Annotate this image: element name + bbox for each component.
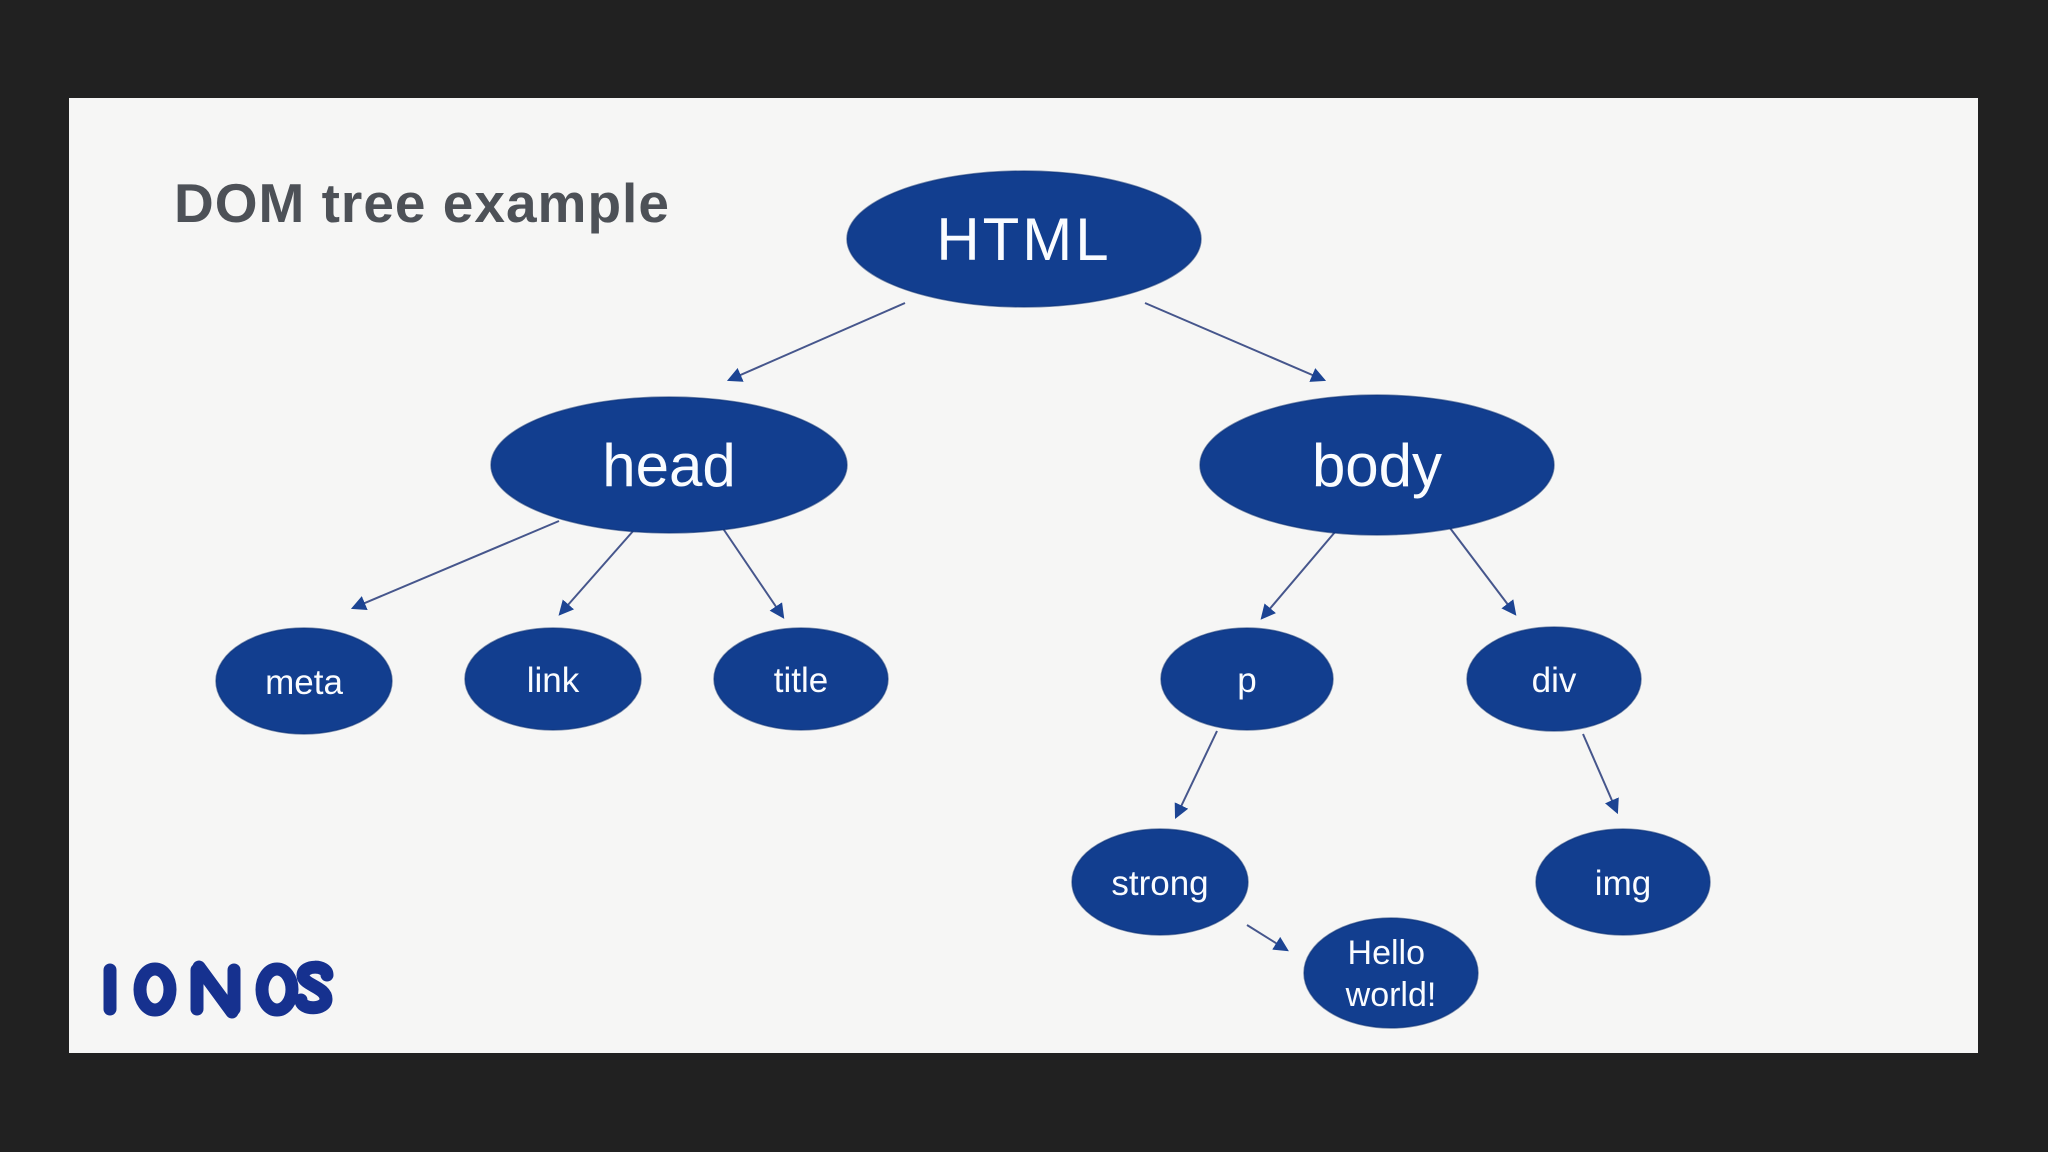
node-title: title: [713, 627, 889, 731]
node-strong-ellipse: [1071, 828, 1249, 936]
edge-div-img: [1582, 733, 1619, 815]
edge-head-link: [558, 529, 635, 616]
node-img-label: img: [1595, 864, 1651, 903]
ionos-letter-n: [190, 960, 241, 1019]
node-p-ellipse: [1160, 627, 1334, 731]
node-title-ellipse: [713, 627, 889, 731]
node-head-label: head: [602, 432, 735, 499]
node-img: img: [1535, 828, 1711, 936]
node-head: head: [490, 396, 848, 534]
node-hello-world-ellipse: [1303, 917, 1479, 1029]
node-div-ellipse: [1466, 626, 1642, 732]
ionos-letter-o1: [133, 962, 177, 1017]
node-p: p: [1160, 627, 1334, 731]
edge-head-title: [721, 526, 785, 619]
page-title: DOM tree example: [174, 172, 670, 234]
edge-body-div: [1449, 527, 1517, 616]
node-link-ellipse: [464, 627, 642, 731]
node-html: HTML: [846, 170, 1202, 308]
edge-html-body: [1144, 302, 1327, 382]
edge-strong-hello: [1246, 924, 1289, 952]
edge-head-meta: [350, 520, 560, 610]
node-hello-world-label: Hello world!: [1345, 934, 1437, 1014]
ionos-letter-o2: [255, 962, 299, 1017]
tree-edges: [350, 302, 1619, 952]
node-div: div: [1466, 626, 1642, 732]
node-html-ellipse: [846, 170, 1202, 308]
edge-html-head: [726, 302, 906, 382]
ionos-logo: IONOS: [103, 960, 334, 1019]
node-head-ellipse: [490, 396, 848, 534]
node-body-ellipse: [1199, 394, 1555, 536]
tree-nodes: HTML head body meta link title p: [215, 170, 1711, 1029]
node-hello-world-line1: Hello: [1348, 934, 1425, 972]
node-strong: strong: [1071, 828, 1249, 936]
node-div-label: div: [1532, 661, 1577, 700]
node-meta-label: meta: [265, 663, 343, 702]
node-title-label: title: [774, 661, 828, 700]
node-link-label: link: [527, 661, 580, 700]
node-body-label: body: [1312, 432, 1442, 499]
node-meta: meta: [215, 627, 393, 735]
node-html-label: HTML: [936, 206, 1111, 273]
node-hello-world-line2: world!: [1345, 976, 1437, 1014]
node-link: link: [464, 627, 642, 731]
node-p-label: p: [1237, 661, 1256, 700]
node-img-ellipse: [1535, 828, 1711, 936]
ionos-letter-n-diagonal: [192, 960, 239, 1019]
ionos-letter-s: [294, 960, 334, 1015]
node-hello-world: Hello world!: [1303, 917, 1479, 1029]
node-meta-ellipse: [215, 627, 393, 735]
edge-p-strong: [1174, 730, 1218, 820]
edge-body-p: [1260, 531, 1336, 620]
node-body: body: [1199, 394, 1555, 536]
node-strong-label: strong: [1111, 864, 1208, 903]
